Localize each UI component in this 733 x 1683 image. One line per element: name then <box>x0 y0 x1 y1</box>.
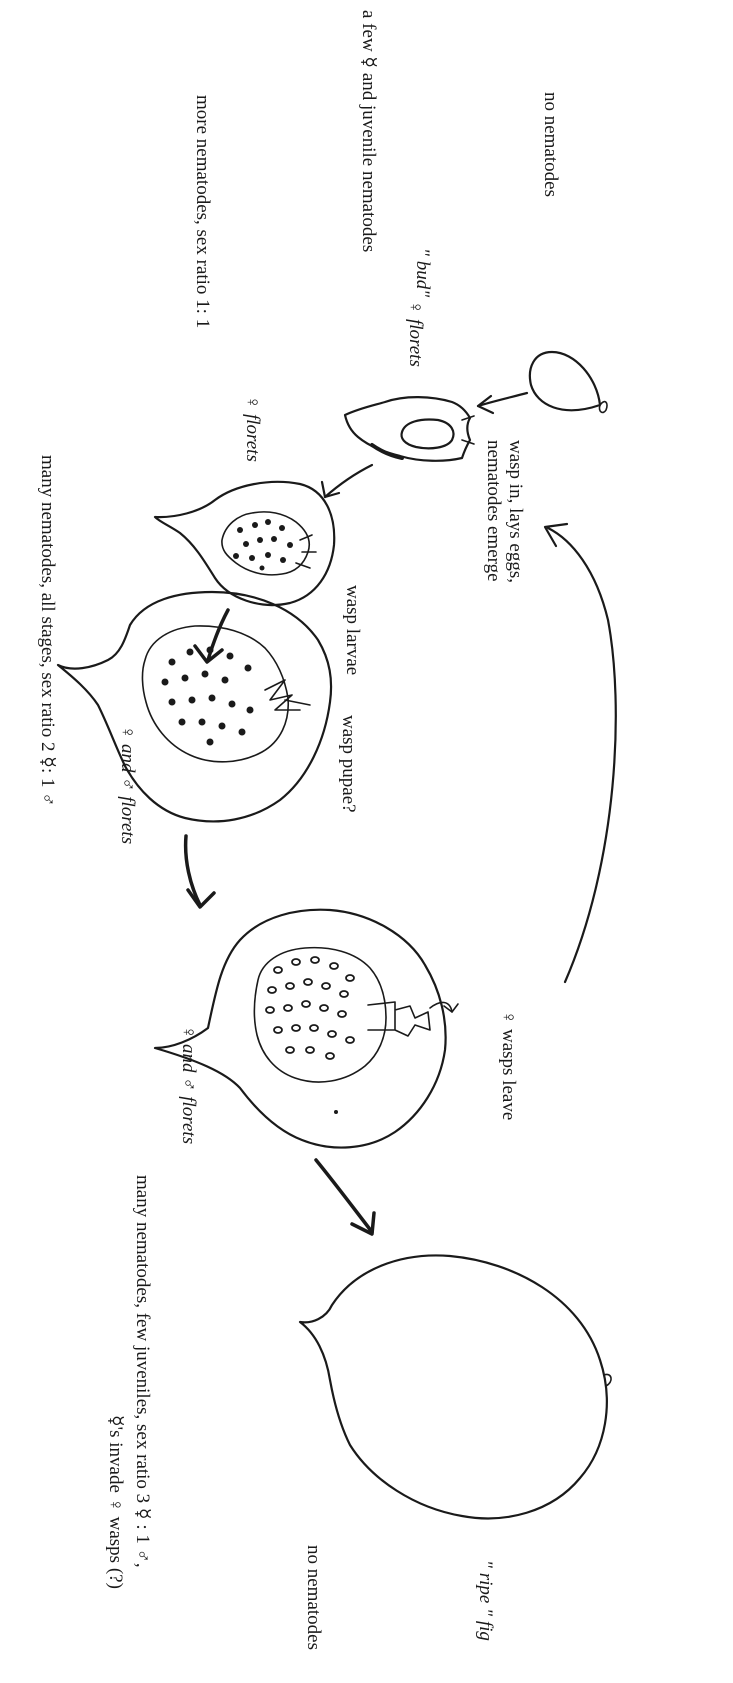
fig-stage-wasp-larvae-drawing <box>155 482 334 605</box>
florets-label-stage5: ♀ and ♂ florets <box>179 1025 198 1144</box>
fig-stage2-cavity <box>402 420 454 449</box>
arrow-stage3-to-stage4 <box>195 610 228 662</box>
nematode-label-stage4: many nematodes, all stages, sex ratio 2 … <box>38 455 57 806</box>
nematode-label-stage3: more nematodes, sex ratio 1: 1 <box>193 95 212 328</box>
arrow-stage5-to-ripe-fig <box>316 1160 374 1234</box>
fig-bud-ostiole <box>600 402 607 413</box>
nematode-label-ripe: no nematodes <box>304 1545 323 1650</box>
wasp-label-stage2-line2: nematodes emerge <box>484 440 503 582</box>
wasp-label-stage2: wasp in, lays eggs, <box>506 440 525 583</box>
stage-label-ripe-fig: " ripe " fig <box>476 1560 495 1641</box>
wasp-label-stage5: ♀ wasps leave <box>499 1010 518 1120</box>
fig-bud-outline <box>530 352 600 410</box>
fig-stage4-floret-cavity <box>142 626 288 762</box>
arrow-stage4-to-stage5 <box>186 836 214 907</box>
arrow-return-wasps-to-new-fig <box>545 524 616 982</box>
nematode-label-stage5-line2: ☿'s invade ♀ wasps (?) <box>106 1415 125 1589</box>
arrow-bud-to-stage2 <box>478 393 527 413</box>
arrow-stage2-to-stage3 <box>322 465 372 497</box>
wasp-label-stage3: wasp larvae <box>343 585 362 675</box>
nematode-label-stage2: a few ☿ and juvenile nematodes <box>359 10 378 252</box>
florets-label-stage3: ♀ florets <box>243 395 262 462</box>
fig-bud-drawing <box>530 352 607 412</box>
stage-label-bud: " bud" <box>413 248 432 297</box>
wasp-label-stage4: wasp pupae? <box>339 715 358 813</box>
fig-ripe-outline <box>300 1255 607 1518</box>
nematode-label-bud: no nematodes <box>541 92 560 197</box>
fig-stage-wasp-entry-drawing <box>345 397 474 461</box>
fig-stage-wasps-leave-drawing <box>155 910 458 1148</box>
fig-stage-wasp-pupae-drawing <box>58 592 331 821</box>
fig-ripe-drawing <box>300 1255 611 1518</box>
nematode-label-stage5: many nematodes, few juveniles, sex ratio… <box>133 1175 152 1568</box>
florets-label-stage2: ♀ florets <box>406 300 425 367</box>
florets-label-stage4: ♀ and ♂ florets <box>118 725 137 844</box>
